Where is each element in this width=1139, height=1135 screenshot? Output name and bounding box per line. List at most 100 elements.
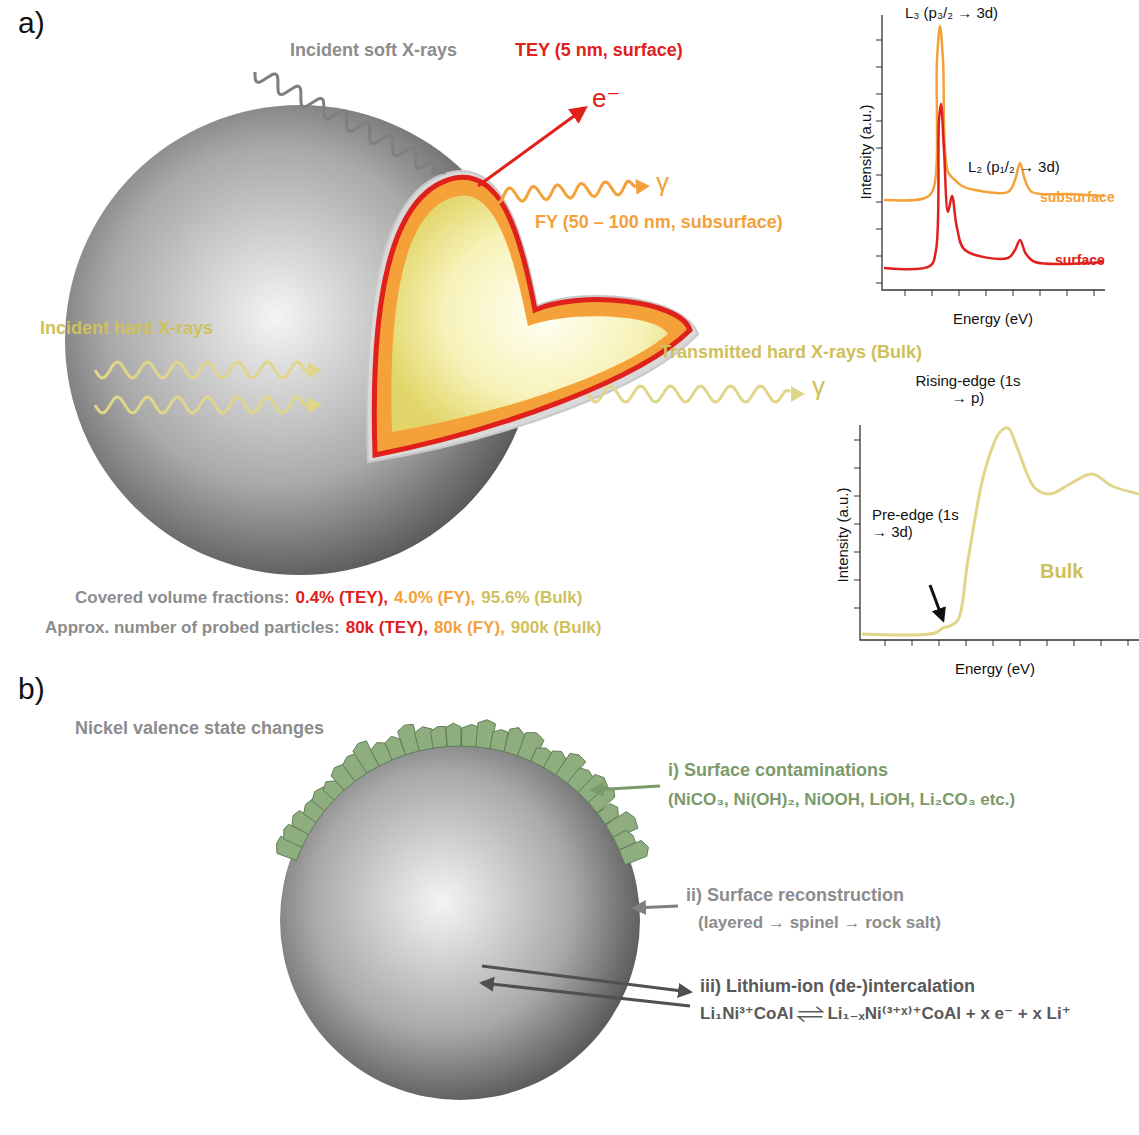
label: ii) Surface reconstruction bbox=[686, 885, 904, 906]
label: 0.4% (TEY), bbox=[295, 588, 388, 608]
spectrum-axes bbox=[882, 15, 1105, 290]
label: L₃ (p₃/₂ → 3d) bbox=[905, 4, 998, 21]
axis-tick bbox=[986, 290, 987, 296]
axis-tick bbox=[854, 496, 860, 497]
axis-tick bbox=[1128, 640, 1129, 646]
axis-tick bbox=[876, 175, 882, 176]
axis-tick bbox=[959, 290, 960, 296]
label: Incident hard X-rays bbox=[40, 318, 213, 339]
label: γ bbox=[656, 168, 669, 198]
axis-tick bbox=[876, 94, 882, 95]
label: e⁻ bbox=[592, 84, 620, 114]
label: 4.0% (FY), bbox=[394, 588, 475, 608]
label: a) bbox=[18, 6, 45, 41]
axis-tick bbox=[854, 552, 860, 553]
equilibrium-arrow bbox=[798, 1017, 822, 1022]
leader-arrow bbox=[482, 983, 690, 1006]
axis-tick bbox=[876, 121, 882, 122]
axis-tick bbox=[1067, 290, 1068, 296]
arrow-head bbox=[636, 179, 650, 195]
surface-contamination bbox=[276, 720, 648, 865]
label: subsurface bbox=[1040, 189, 1115, 205]
arrow-head bbox=[791, 386, 805, 402]
axis-tick bbox=[854, 608, 860, 609]
label: Intensity (a.u.) bbox=[834, 487, 851, 582]
label: 95.6% (Bulk) bbox=[481, 588, 582, 608]
label: Pre-edge (1s → 3d) bbox=[872, 506, 962, 541]
particle-sphere bbox=[280, 740, 640, 1100]
contamination-patch bbox=[446, 723, 461, 746]
pre-edge-arrow bbox=[930, 585, 943, 620]
axis-tick bbox=[854, 524, 860, 525]
photon-wave bbox=[95, 397, 307, 413]
leader-arrow bbox=[592, 786, 660, 790]
leader-arrow bbox=[634, 906, 678, 908]
label: Intensity (a.u.) bbox=[857, 104, 874, 199]
arrow-head bbox=[430, 160, 446, 174]
axis-tick bbox=[876, 256, 882, 257]
photon-wave bbox=[492, 181, 636, 202]
label: surface bbox=[1055, 252, 1105, 268]
axis-tick bbox=[854, 580, 860, 581]
contamination-patch bbox=[430, 726, 446, 748]
label: 80k (FY), bbox=[434, 618, 505, 638]
axis-tick bbox=[1074, 640, 1075, 646]
label: b) bbox=[18, 672, 45, 707]
label: Li₁Ni³⁺CoAl bbox=[700, 1004, 793, 1024]
axis-tick bbox=[876, 202, 882, 203]
label: Li₁₋ₓNi⁽³⁺ˣ⁾⁺CoAl + x e⁻ + x Li⁺ bbox=[827, 1004, 1070, 1024]
axis-tick bbox=[876, 229, 882, 230]
axis-tick bbox=[939, 640, 940, 646]
axis-tick bbox=[905, 290, 906, 296]
label: Transmitted hard X-rays (Bulk) bbox=[660, 342, 922, 363]
spectrum-axes bbox=[860, 425, 1139, 640]
spectrum-curve bbox=[884, 26, 1104, 200]
axis-tick bbox=[1047, 640, 1048, 646]
label: Rising-edge (1s → p) bbox=[913, 372, 1023, 407]
label: Energy (eV) bbox=[953, 310, 1033, 327]
electron-arrow bbox=[478, 108, 585, 186]
label: Incident soft X-rays bbox=[290, 40, 457, 61]
equilibrium-arrow bbox=[798, 1007, 822, 1012]
label: Covered volume fractions: bbox=[75, 588, 289, 608]
label: i) Surface contaminations bbox=[668, 760, 888, 781]
label: Nickel valence state changes bbox=[75, 718, 324, 739]
label: (NiCO₃, Ni(OH)₂, NiOOH, LiOH, Li₂CO₃ etc… bbox=[668, 790, 1015, 810]
spectrum-curve bbox=[862, 428, 1139, 635]
axis-tick bbox=[876, 40, 882, 41]
axis-tick bbox=[876, 148, 882, 149]
axis-tick bbox=[1020, 640, 1021, 646]
label: TEY (5 nm, surface) bbox=[515, 40, 683, 61]
axis-tick bbox=[876, 67, 882, 68]
axis-tick bbox=[876, 283, 882, 284]
axis-tick bbox=[854, 440, 860, 441]
label: 900k (Bulk) bbox=[511, 618, 602, 638]
label: γ bbox=[812, 372, 825, 402]
arrow-head bbox=[308, 397, 322, 413]
axis-tick bbox=[966, 640, 967, 646]
contamination-patch bbox=[619, 840, 648, 864]
axis-tick bbox=[854, 468, 860, 469]
arrow-head bbox=[308, 362, 322, 378]
axis-tick bbox=[993, 640, 994, 646]
label: 80k (TEY), bbox=[346, 618, 428, 638]
label: Bulk bbox=[1040, 560, 1083, 583]
label: L₂ (p₁/₂ → 3d) bbox=[968, 158, 1060, 175]
label: FY (50 – 100 nm, subsurface) bbox=[535, 212, 783, 233]
label: Energy (eV) bbox=[955, 660, 1035, 677]
axis-tick bbox=[1094, 290, 1095, 296]
photon-wave bbox=[95, 362, 307, 378]
axis-tick bbox=[912, 640, 913, 646]
axis-tick bbox=[1013, 290, 1014, 296]
spectrum-curve bbox=[884, 104, 1104, 269]
label: Approx. number of probed particles: bbox=[45, 618, 340, 638]
photon-wave bbox=[588, 386, 790, 402]
axis-tick bbox=[1101, 640, 1102, 646]
leader-arrow bbox=[482, 966, 690, 992]
axis-tick bbox=[932, 290, 933, 296]
photon-wave bbox=[255, 72, 434, 168]
axis-tick bbox=[885, 640, 886, 646]
label: (layered → spinel → rock salt) bbox=[698, 913, 941, 933]
label: iii) Lithium-ion (de-)intercalation bbox=[700, 976, 975, 997]
